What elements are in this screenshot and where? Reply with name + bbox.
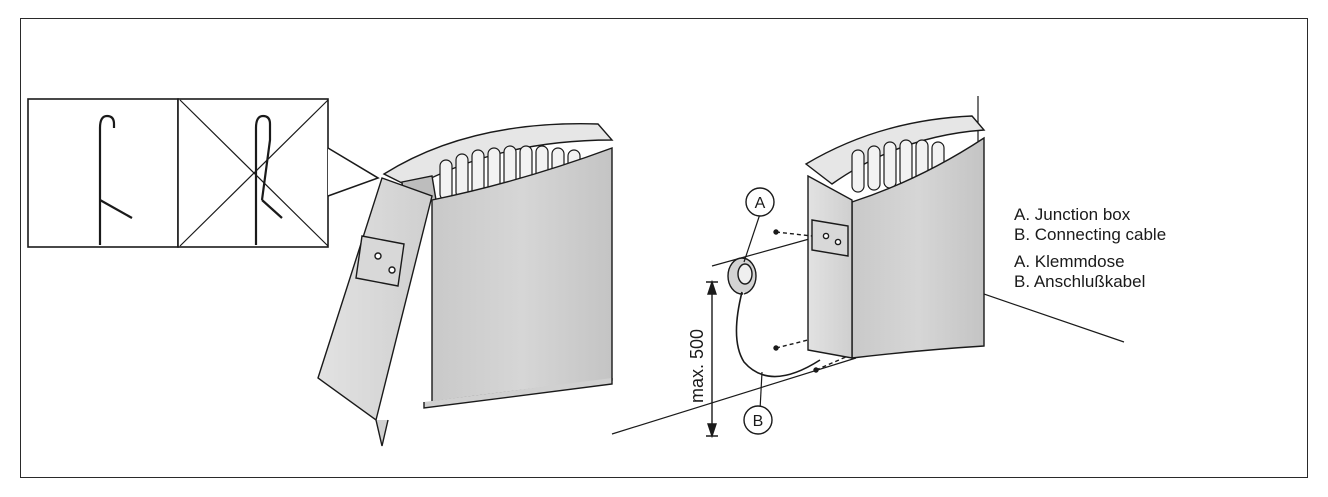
legend-german: A. Klemmdose B. Anschlußkabel: [1014, 252, 1166, 292]
incorrect-hook-box: [177, 98, 329, 248]
control-display-right: [811, 219, 849, 257]
callout-b: B: [743, 405, 773, 435]
incorrect-hook-icon: [254, 114, 272, 245]
control-panel-left: [317, 177, 433, 422]
legend: A. Junction box B. Connecting cable A. K…: [1014, 205, 1166, 299]
callout-pointer: [327, 147, 380, 197]
control-display-left: [355, 235, 405, 287]
legend-item: B. Connecting cable: [1014, 225, 1167, 244]
callout-a: A: [745, 187, 775, 217]
legend-item: A. Junction box: [1014, 205, 1131, 224]
diagram-frame: [20, 18, 1308, 478]
legend-item: A. Klemmdose: [1014, 252, 1125, 271]
junction-box-icon: [727, 257, 757, 295]
svg-text:A: A: [755, 195, 766, 212]
hook-detail-inset: [27, 98, 380, 248]
correct-hook-icon: [98, 114, 116, 245]
svg-text:B: B: [753, 413, 764, 430]
dimension-label: max. 500: [687, 329, 707, 403]
legend-item: B. Anschlußkabel: [1014, 272, 1146, 291]
dimension-line: [706, 279, 718, 439]
cross-mark-icon: [179, 99, 329, 247]
correct-hook-box: [27, 98, 179, 248]
legend-english: A. Junction box B. Connecting cable: [1014, 205, 1166, 245]
connecting-cable: [735, 291, 821, 378]
control-panel-right: [807, 174, 853, 359]
heater-left: [317, 123, 614, 447]
heater-right: [773, 115, 986, 373]
